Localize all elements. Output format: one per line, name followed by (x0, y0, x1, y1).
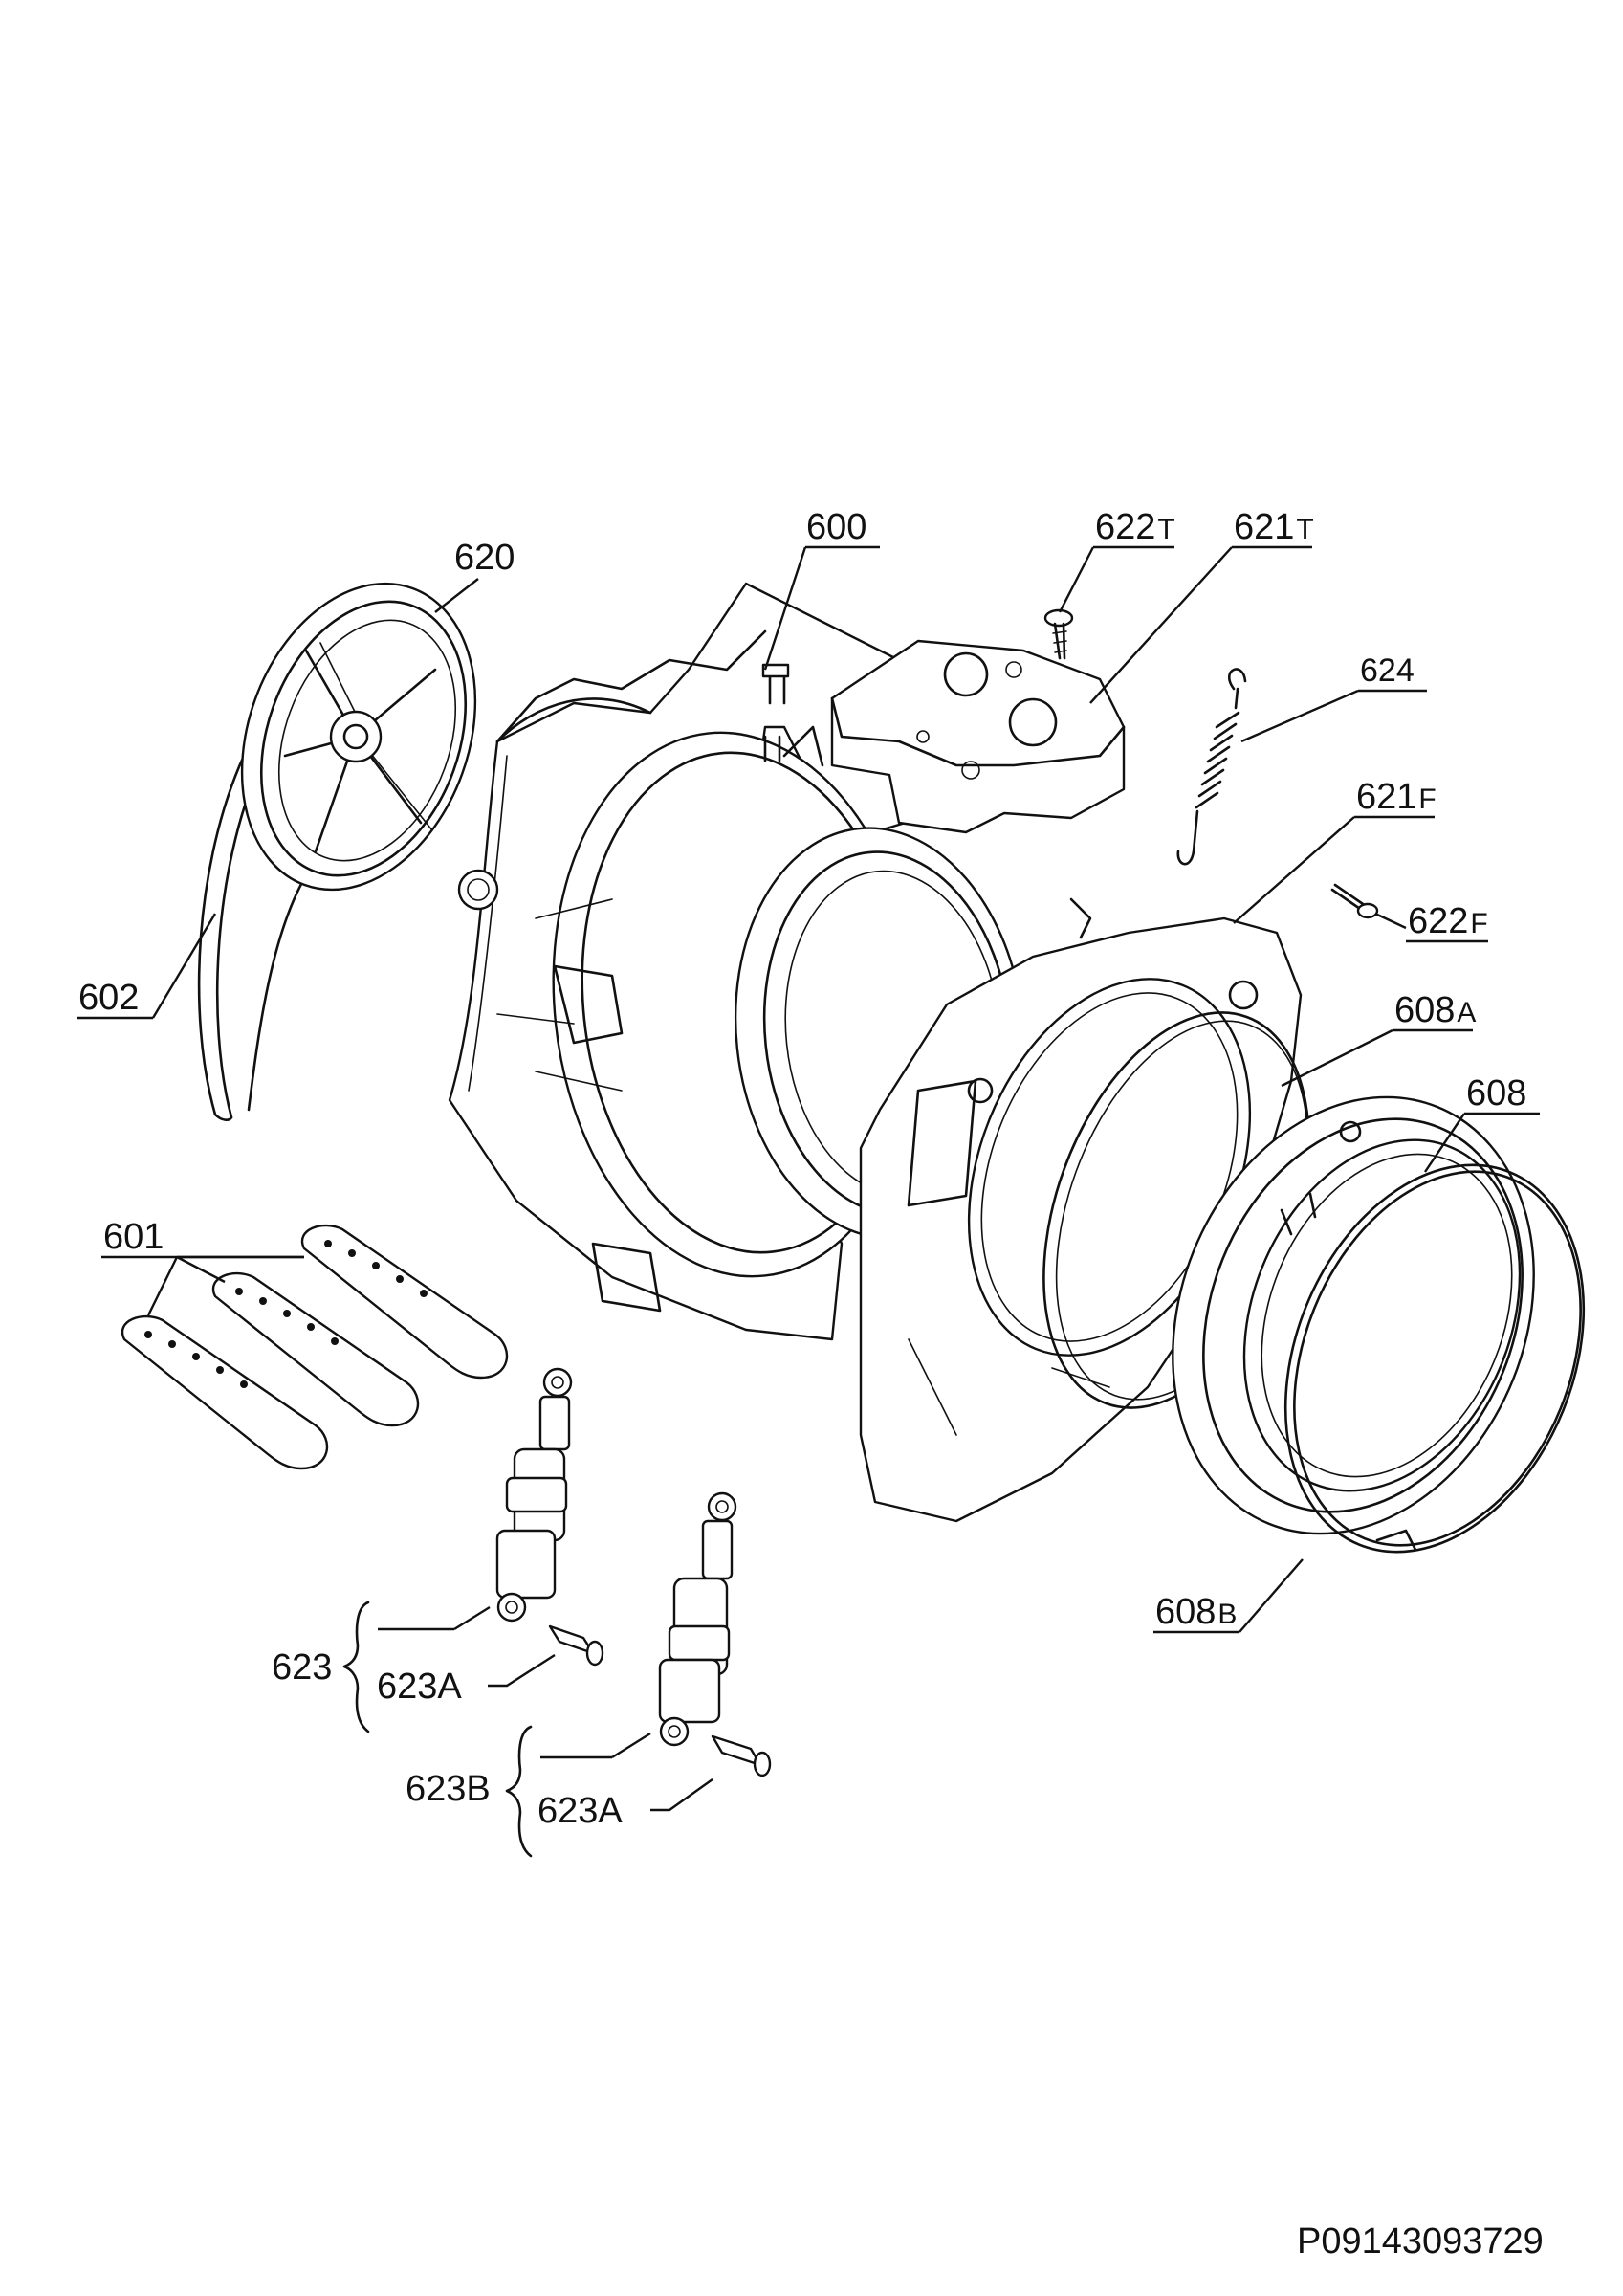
callout-600: 600 (763, 507, 880, 671)
callout-602: 602 (77, 913, 217, 1020)
callout-623b-group: 623B 623A (406, 1725, 713, 1858)
callout-623-number: 623 (272, 1647, 332, 1688)
shock-absorber-right-illustration (658, 1491, 772, 1777)
callout-622f-number: 622F (1408, 901, 1488, 941)
pulley-and-belt-illustration (197, 582, 477, 1121)
callout-623a-right-number: 623A (537, 1791, 623, 1831)
callout-623-group: 623 623A (272, 1601, 556, 1733)
callout-623b-number: 623B (406, 1769, 491, 1809)
shock-absorber-left-illustration (495, 1367, 604, 1667)
callout-608a: 608A (1281, 990, 1476, 1088)
callout-621t: 621T (1089, 507, 1314, 704)
front-counterweight-illustration (859, 883, 1379, 1523)
drawing-code: P09143093729 (1297, 2221, 1544, 2262)
callout-621f: 621F (1233, 777, 1437, 924)
callout-622f: 622F (1374, 901, 1488, 943)
callout-622t-number: 622T (1095, 507, 1175, 547)
callout-623a-left-number: 623A (377, 1667, 462, 1707)
callout-620-number: 620 (454, 538, 515, 578)
callout-600-number: 600 (806, 507, 866, 547)
callout-608: 608 (1424, 1073, 1540, 1173)
callout-601: 601 (101, 1217, 304, 1316)
callout-621t-number: 621T (1234, 507, 1314, 547)
top-counterweight-illustration (830, 608, 1126, 834)
callout-608-number: 608 (1466, 1073, 1526, 1114)
spring-illustration (1176, 668, 1247, 866)
callout-621f-number: 621F (1356, 777, 1437, 817)
callout-608b: 608B (1153, 1558, 1304, 1634)
drum-paddles-illustration (121, 1224, 509, 1470)
callout-624: 624 (1240, 652, 1427, 743)
callout-608b-number: 608B (1155, 1592, 1237, 1632)
door-seal-illustration (1172, 1095, 1586, 1554)
callout-608a-number: 608A (1394, 990, 1476, 1030)
callout-620: 620 (434, 538, 515, 613)
callout-602-number: 602 (78, 978, 139, 1018)
callout-601-number: 601 (103, 1217, 164, 1257)
callout-622t: 622T (1058, 507, 1175, 613)
callout-624-number: 624 (1360, 652, 1415, 689)
